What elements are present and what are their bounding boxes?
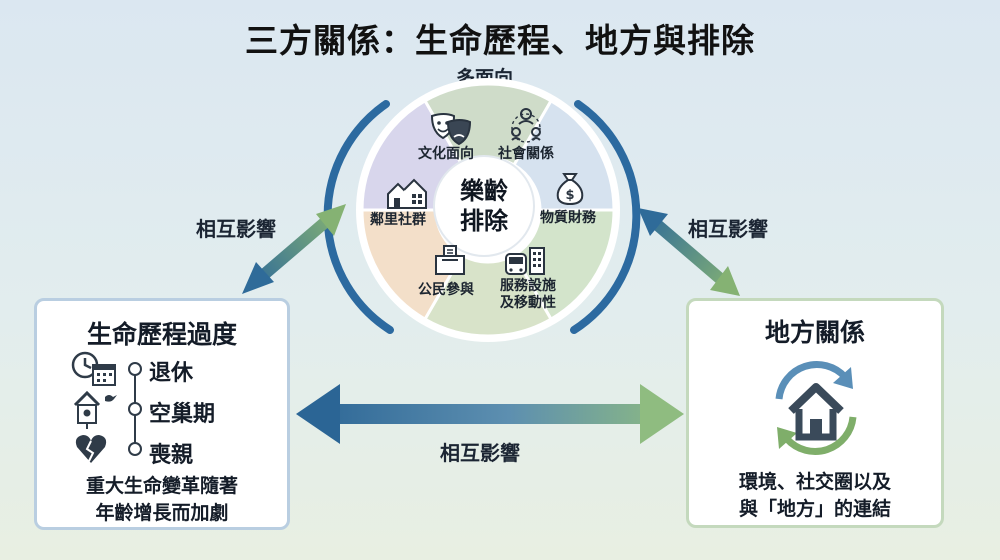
- broken-heart-icon: [75, 435, 107, 463]
- timeline-item-bereavement: 喪親: [149, 443, 194, 468]
- bus-building-icon: [505, 247, 545, 275]
- life-course-timeline: [71, 351, 142, 463]
- arrow-label-left: 相互影響: [196, 217, 276, 241]
- money-bag-icon: $: [556, 173, 584, 206]
- arrow-label-right: 相互影響: [688, 217, 768, 241]
- segment-label-culture: 文化面向: [418, 146, 474, 162]
- theater-masks-icon: [430, 113, 472, 146]
- wheel-segment-material: [511, 208, 616, 322]
- place-caption-line-1: 環境、社交圈以及: [738, 471, 891, 493]
- place-title: 地方關係: [764, 318, 865, 347]
- house-cycle-icon: [775, 361, 857, 455]
- ring-arc-blue-right: [570, 100, 641, 334]
- wheel-segment-civic: [360, 208, 465, 322]
- wheel-center: [433, 155, 535, 257]
- life-course-caption-line-1: 重大生命變革隨著: [85, 475, 238, 497]
- page-title: 三方關係：生命歷程、地方與排除: [245, 21, 755, 60]
- segment-label-material: 物質財務: [540, 210, 596, 226]
- place-caption: 環境、社交圈以及 與「地方」的連結: [689, 469, 941, 523]
- center-line-1: 樂齡: [460, 177, 508, 205]
- life-course-title: 生命歷程過度: [86, 320, 237, 349]
- segment-label-civic: 公民參與: [418, 282, 474, 298]
- center-line-2: 排除: [460, 207, 508, 235]
- arrow-right-bidirectional: [638, 208, 740, 296]
- arrow-left-bidirectional: [242, 204, 346, 294]
- arrow-label-bottom: 相互影響: [440, 441, 520, 465]
- people-network-icon: [511, 108, 541, 143]
- segment-label-services: 服務設施 及移動性: [500, 278, 556, 311]
- segment-label-social: 社會關係: [498, 146, 554, 162]
- houses-icon: [387, 178, 427, 209]
- place-caption-line-2: 與「地方」的連結: [738, 498, 891, 520]
- center-label: 樂齡 排除: [452, 176, 516, 236]
- arrow-bottom-bidirectional: [296, 384, 684, 444]
- wheel-segment-services: [422, 252, 554, 338]
- segment-label-neighborhood: 鄰里社群: [370, 212, 426, 228]
- ballot-box-icon: [435, 245, 465, 275]
- clock-calendar-icon: [71, 351, 116, 386]
- life-course-caption: 重大生命變革隨著 年齡增長而加劇: [37, 473, 287, 527]
- timeline-item-retirement: 退休: [149, 361, 194, 386]
- life-course-box: 生命歷程過度 退休 空巢期 喪親 重大生命變革隨著 年齡增長而加劇: [34, 298, 290, 530]
- place-box: 地方關係 環境、社交圈以及 與「地方」的連結: [686, 298, 944, 528]
- svg-text:$: $: [565, 188, 574, 203]
- life-course-caption-line-2: 年齡增長而加劇: [95, 502, 229, 524]
- timeline-item-empty-nest: 空巢期: [149, 402, 216, 427]
- birdhouse-icon: [73, 390, 117, 429]
